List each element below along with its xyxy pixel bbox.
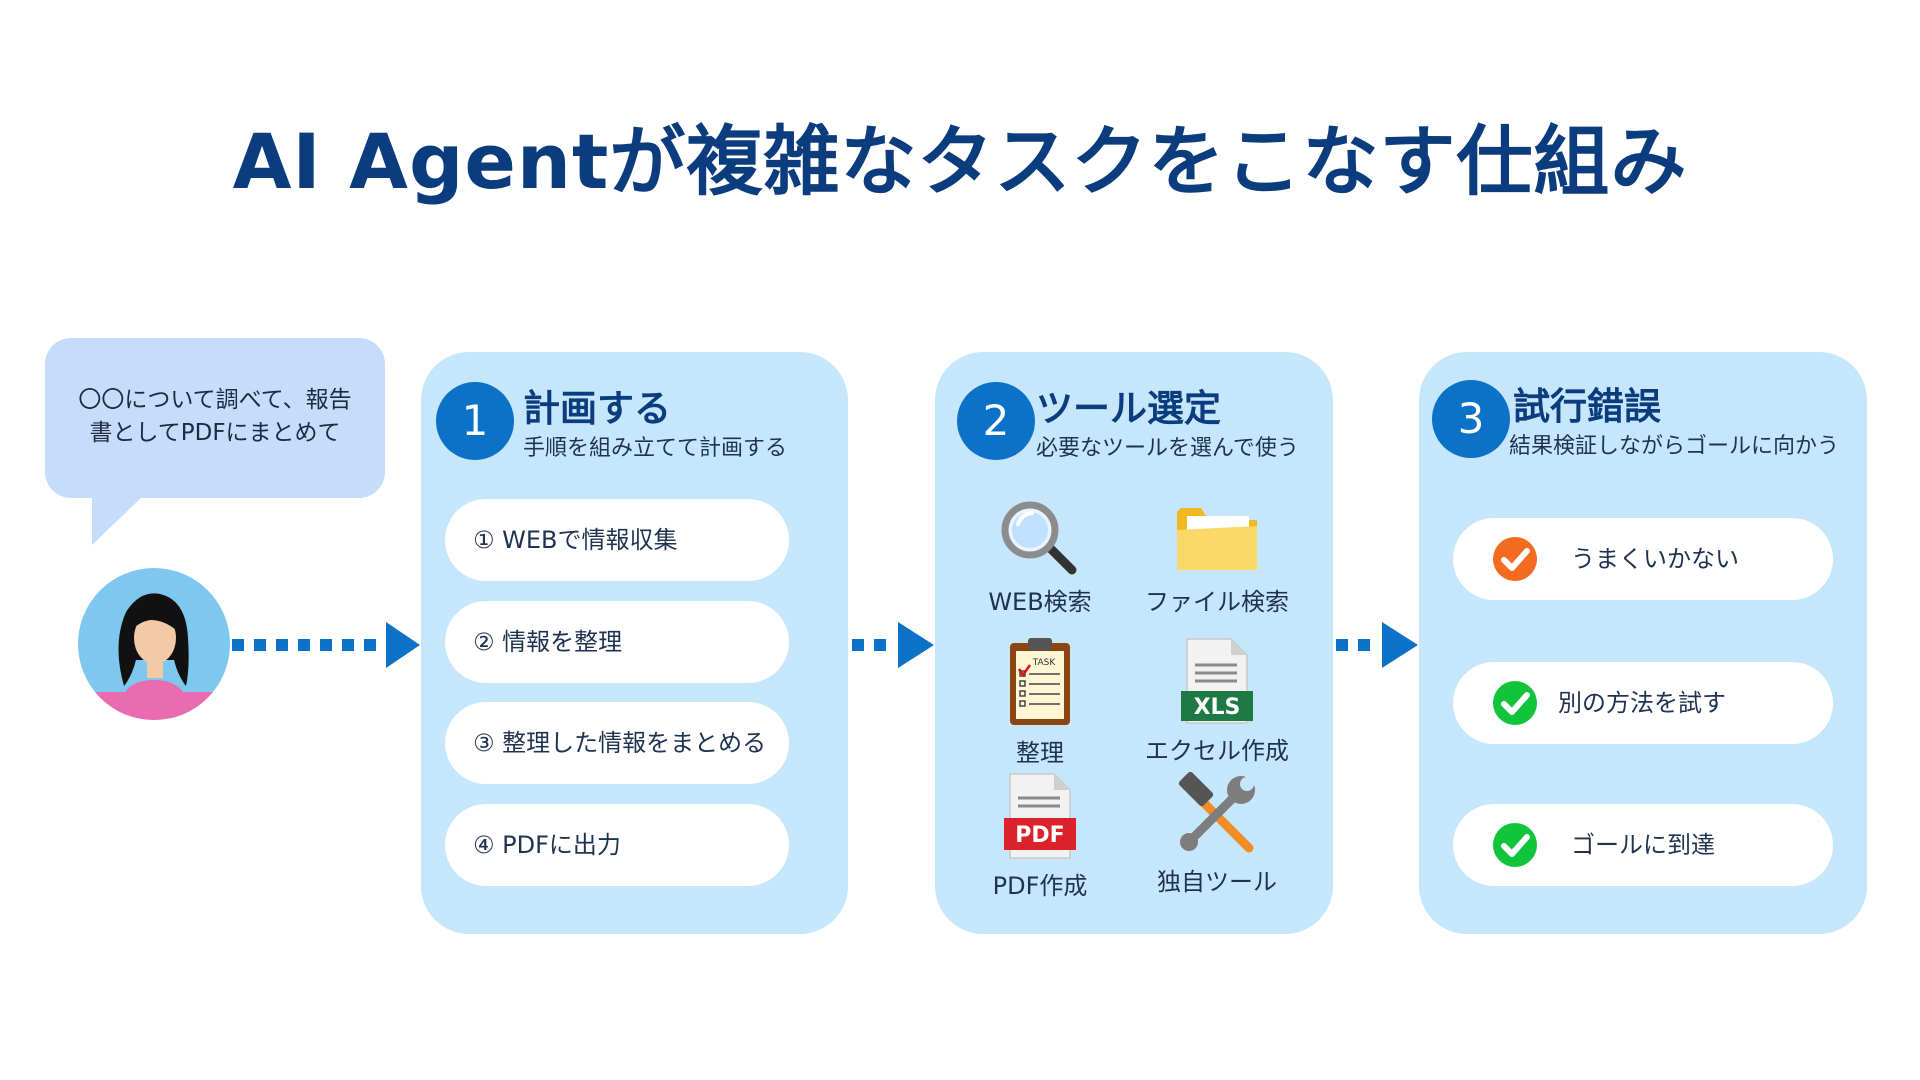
tool-organize: TASK 整理 [955, 637, 1125, 768]
orange-check-icon [1493, 537, 1537, 581]
request-line-1: 〇〇について調べて、報告 [78, 387, 352, 413]
tool-label-file-search: ファイル検索 [1145, 588, 1289, 616]
tool-label-excel: エクセル作成 [1145, 737, 1289, 765]
arrow-to-step-2 [852, 622, 934, 668]
tool-label-custom: 独自ツール [1157, 868, 1277, 896]
result-label-goal-reached: ゴールに到達 [1571, 831, 1715, 859]
hammer-wrench-icon [1178, 772, 1255, 853]
tool-pdf: PDF PDF作成 [955, 772, 1125, 901]
result-label-not-working: うまくいかない [1571, 545, 1739, 573]
arrow-to-step-3 [1336, 622, 1418, 668]
step-2-number-badge: 2 [957, 382, 1035, 460]
tool-label-organize: 整理 [1016, 739, 1064, 767]
step-3-number-badge: 3 [1432, 380, 1510, 458]
step-2-subtitle: 必要なツールを選んで使う [1036, 436, 1299, 461]
user-avatar-icon [78, 568, 230, 720]
tool-excel: XLS エクセル作成 [1132, 637, 1302, 766]
step-1-title: 計画する [523, 387, 671, 430]
result-label-try-another: 別の方法を試す [1558, 689, 1726, 717]
page-title: AI Agentが複雑なタスクをこなす仕組み [232, 117, 1688, 206]
task-clipboard-icon: TASK [1010, 638, 1070, 725]
clipboard-task-text: TASK [1032, 658, 1057, 668]
step-1-panel: 1 計画する 手順を組み立てて計画する ① WEBで情報収集 ② 情報を整理 ③… [421, 352, 848, 934]
arrow-to-step-1 [232, 622, 420, 668]
step-1-subtitle: 手順を組み立てて計画する [523, 436, 788, 461]
tool-label-pdf: PDF作成 [992, 872, 1088, 900]
step-3-title: 試行錯誤 [1513, 385, 1661, 428]
step-3-panel: 3 試行錯誤 結果検証しながらゴールに向かう うまくいかない 別の方法を試す ゴ… [1419, 352, 1867, 934]
step-2-panel: 2 ツール選定 必要なツールを選んで使う WEB検索 ファイル検索 TASK [935, 352, 1333, 934]
speech-bubble-tail [92, 495, 144, 545]
xls-icon-text: XLS [1194, 695, 1241, 720]
tool-web-search: WEB検索 [955, 500, 1125, 617]
plan-step-1: ① WEBで情報収集 [445, 499, 789, 581]
plan-step-2: ② 情報を整理 [445, 601, 789, 683]
folder-icon [1177, 508, 1257, 570]
result-try-another: 別の方法を試す [1453, 662, 1833, 744]
green-check-icon [1493, 823, 1537, 867]
plan-step-3: ③ 整理した情報をまとめる [445, 702, 789, 784]
step-1-number-badge: 1 [436, 382, 514, 460]
step-3-subtitle: 結果検証しながらゴールに向かう [1509, 434, 1840, 459]
result-goal-reached: ゴールに到達 [1453, 804, 1833, 886]
green-check-icon [1493, 681, 1537, 725]
pdf-icon-text: PDF [1015, 823, 1064, 848]
step-2-title: ツール選定 [1036, 387, 1221, 430]
request-line-2: 書としてPDFにまとめて [89, 420, 341, 446]
tool-custom: 独自ツール [1132, 772, 1302, 897]
pdf-file-icon: PDF [1004, 773, 1076, 859]
tool-file-search: ファイル検索 [1132, 500, 1302, 617]
tool-label-web-search: WEB検索 [988, 588, 1092, 616]
xls-file-icon: XLS [1181, 638, 1253, 724]
result-not-working: うまくいかない [1453, 518, 1833, 600]
request-speech-bubble: 〇〇について調べて、報告 書としてPDFにまとめて [45, 338, 385, 498]
plan-step-4: ④ PDFに出力 [445, 804, 789, 886]
magnifier-icon [1001, 501, 1077, 575]
